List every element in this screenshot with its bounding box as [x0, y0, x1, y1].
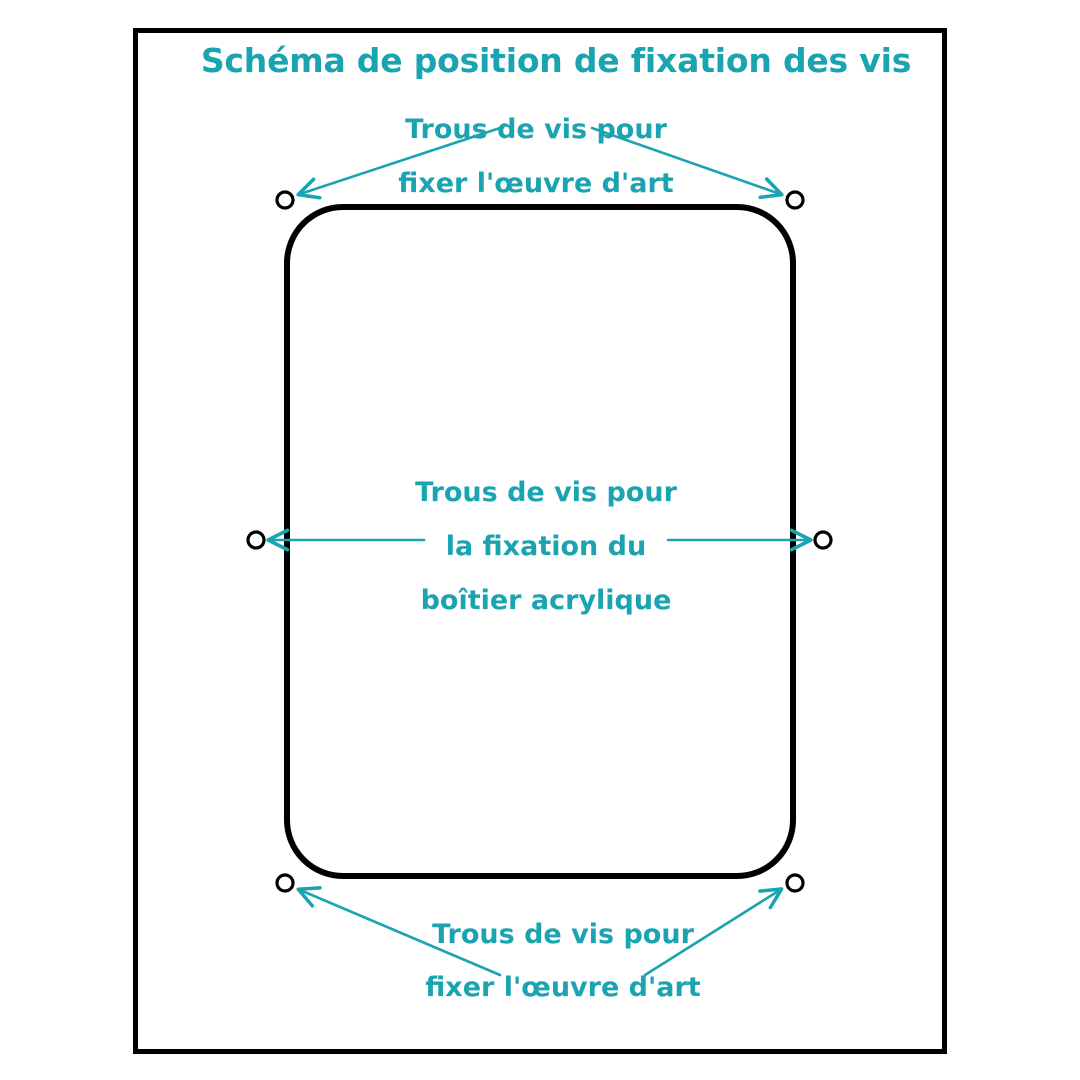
diagram-title: Schéma de position de fixation des vis [201, 41, 911, 80]
arrow-bottom-right [643, 887, 784, 977]
arrow-bottom-left [296, 886, 502, 977]
middle-annotation-line-1: Trous de vis pour [415, 477, 677, 508]
screw-hole-top-left [275, 190, 295, 210]
screw-hole-middle-left [246, 530, 266, 550]
screw-hole-bottom-right [785, 873, 805, 893]
top-annotation-line-2: fixer l'œuvre d'art [398, 168, 673, 199]
leader-arrows [266, 126, 813, 977]
screw-hole-middle-right [813, 530, 833, 550]
top-annotation-line-1: Trous de vis pour [405, 114, 667, 145]
screw-hole-bottom-left [275, 873, 295, 893]
screw-hole-top-right [785, 190, 805, 210]
screw-holes [246, 190, 833, 893]
arrow-top-right [590, 126, 784, 200]
middle-annotation-line-3: boîtier acrylique [421, 585, 672, 616]
bottom-annotation-line-2: fixer l'œuvre d'art [425, 972, 700, 1003]
bottom-annotation-line-1: Trous de vis pour [432, 919, 694, 950]
middle-annotation-line-2: la fixation du [446, 531, 646, 562]
arrow-top-left [296, 126, 502, 200]
